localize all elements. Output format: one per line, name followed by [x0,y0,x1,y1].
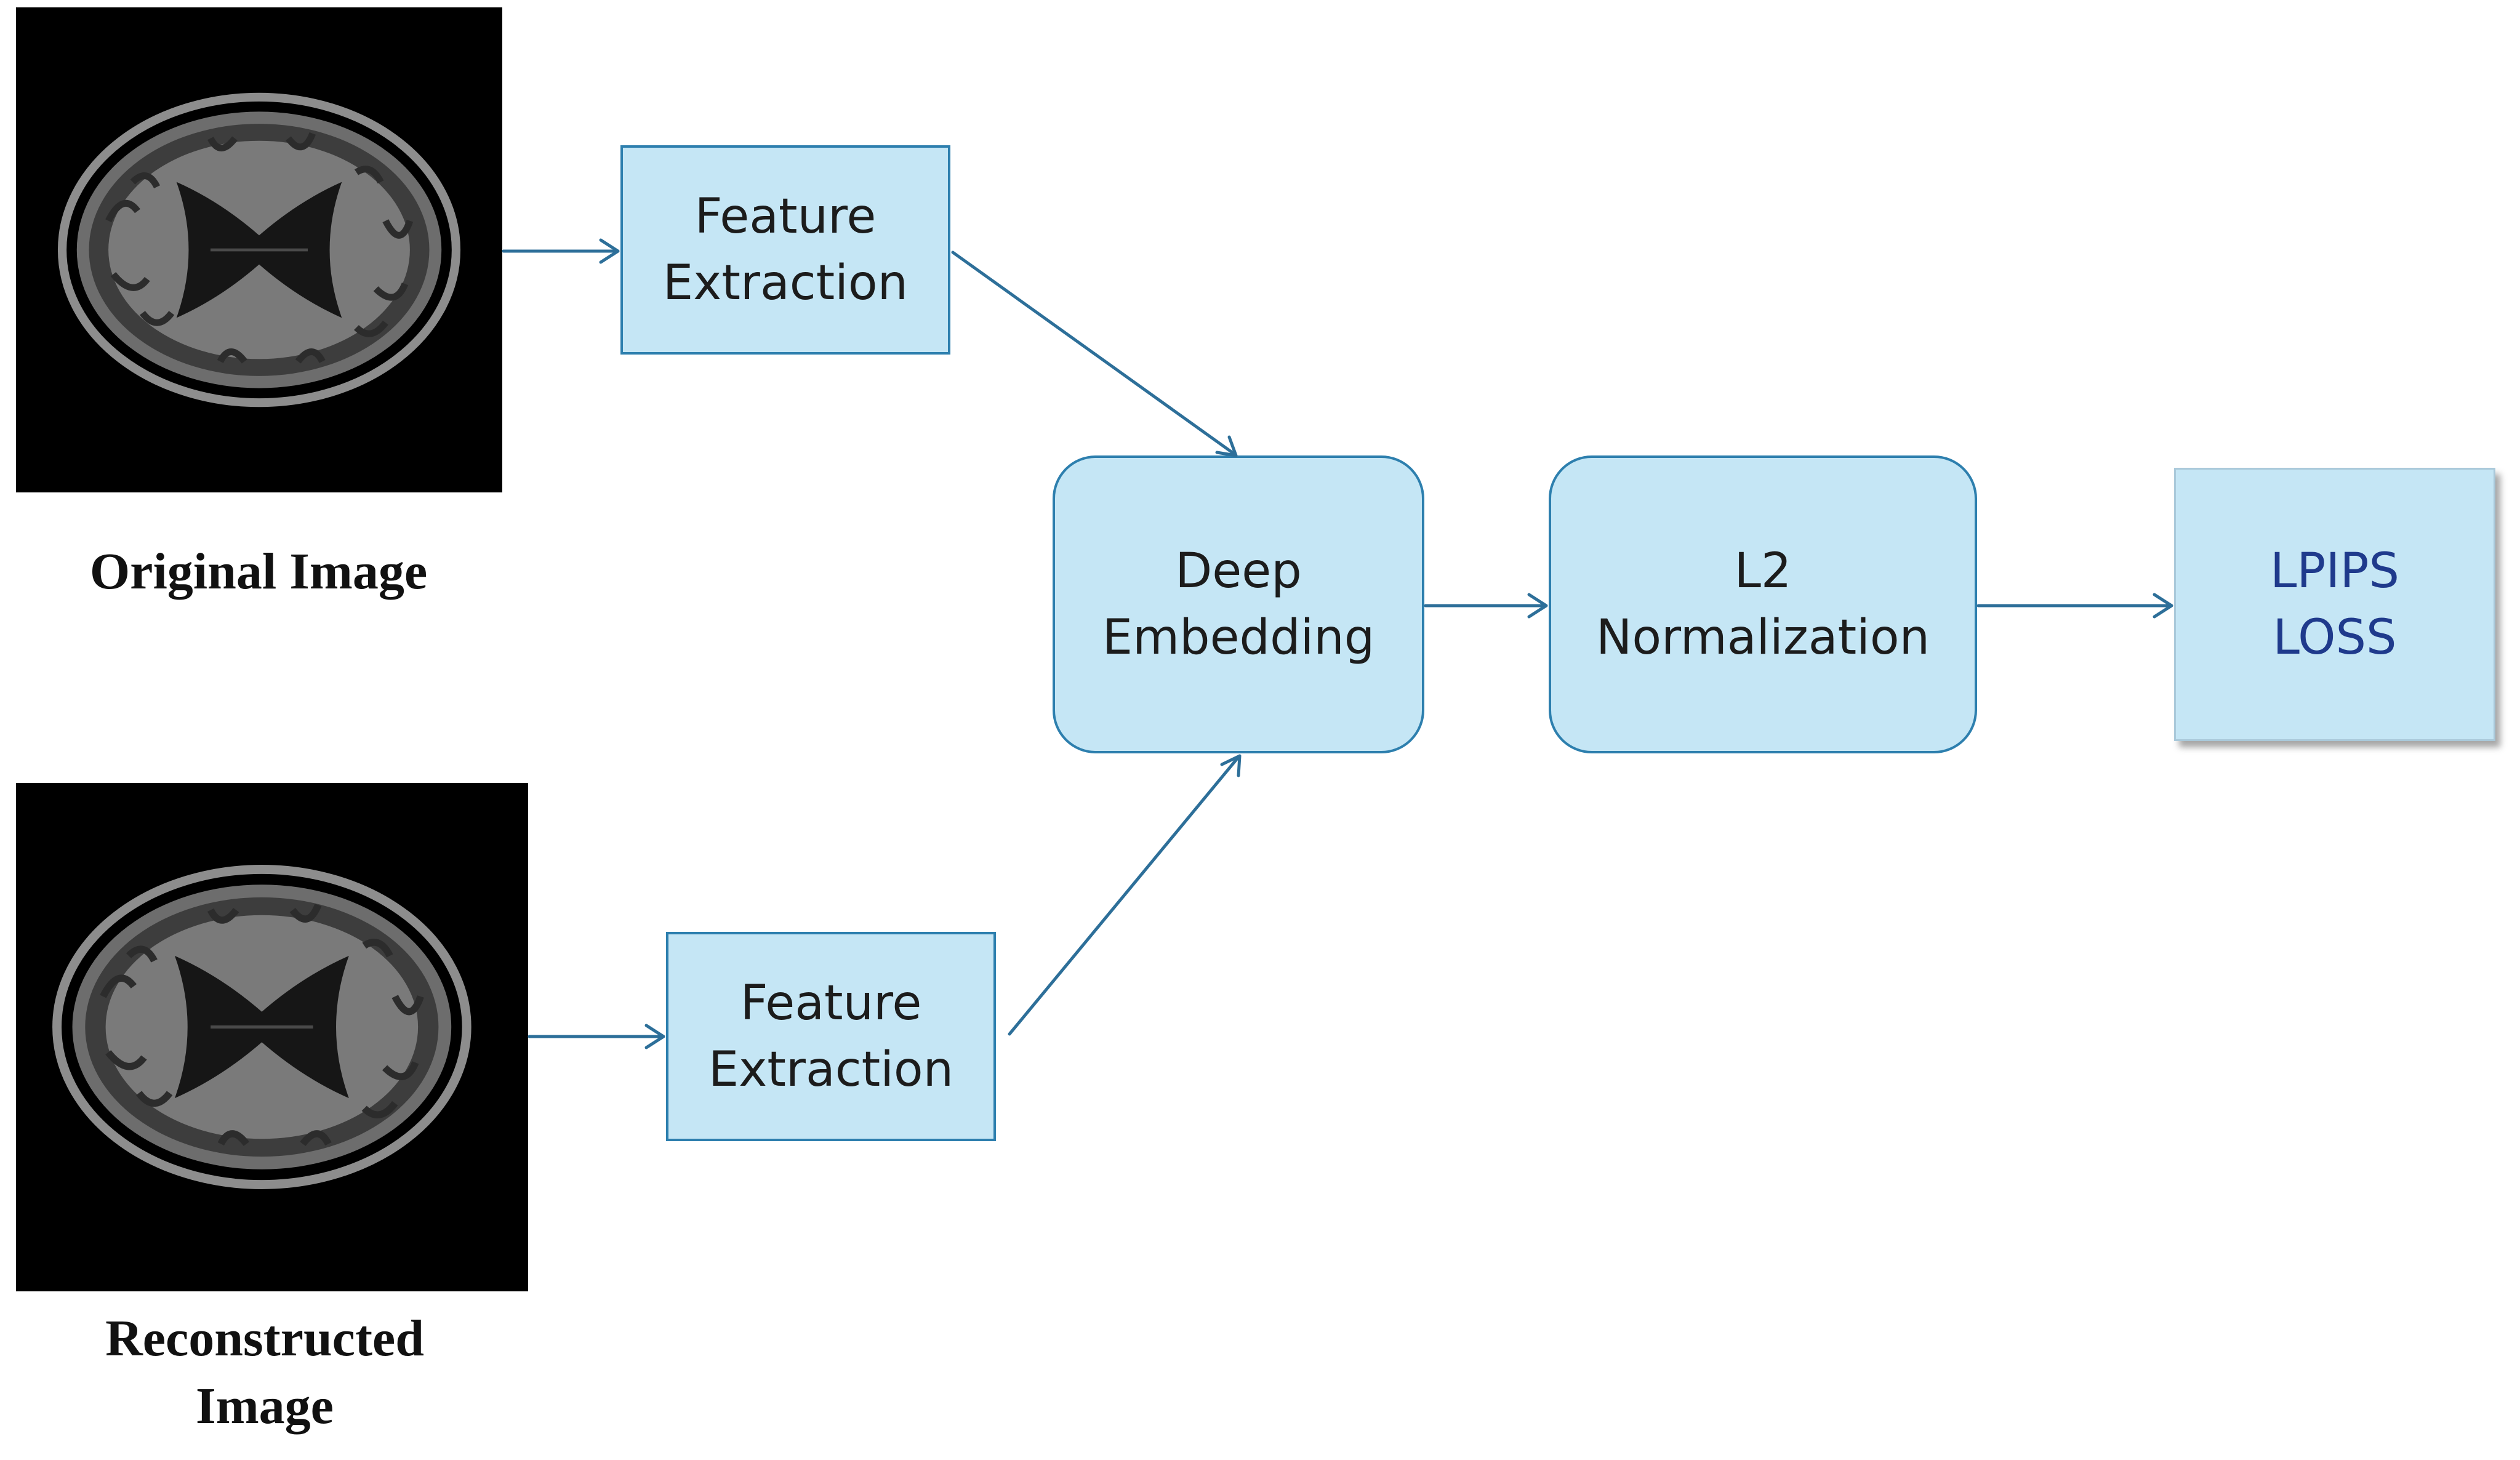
reconstructed-image-caption: Reconstructed Image [43,1305,486,1440]
original-image-caption: Original Image [37,538,480,606]
deep-embedding-line1: Deep [1175,543,1302,599]
original-image-caption-text: Original Image [89,543,428,600]
arrow-reconstructed-to-feature-bottom [528,1024,665,1049]
l2-normalization-box: L2 Normalization [1549,455,1977,753]
l2-normalization-line2: Normalization [1595,610,1930,665]
reconstructed-caption-line2: Image [196,1378,334,1435]
feature-extraction-top-line1: Feature [694,189,877,244]
deep-embedding-box: Deep Embedding [1053,455,1424,753]
reconstructed-mri-image [16,783,528,1291]
original-mri-image [16,7,502,492]
lpips-loss-box: LPIPS LOSS [2174,468,2495,741]
lpips-loss-line2: LOSS [2273,610,2397,665]
arrow-deep-embedding-to-l2 [1424,593,1548,619]
feature-extraction-bottom-box: Feature Extraction [666,932,996,1141]
lpips-loss-line1: LPIPS [2269,543,2400,599]
feature-extraction-bottom-line1: Feature [740,976,922,1031]
feature-extraction-top-box: Feature Extraction [620,145,950,355]
l2-normalization-line1: L2 [1734,543,1792,599]
arrow-l2-to-lpips [1976,593,2173,619]
feature-extraction-top-line2: Extraction [662,255,909,311]
arrow-feature-bottom-to-deep-embedding [1008,754,1242,1036]
arrow-original-to-feature-top [502,238,620,264]
feature-extraction-bottom-line2: Extraction [708,1042,954,1097]
arrow-feature-top-to-deep-embedding [951,251,1238,457]
reconstructed-caption-line1: Reconstructed [105,1310,424,1367]
deep-embedding-line2: Embedding [1102,610,1375,665]
